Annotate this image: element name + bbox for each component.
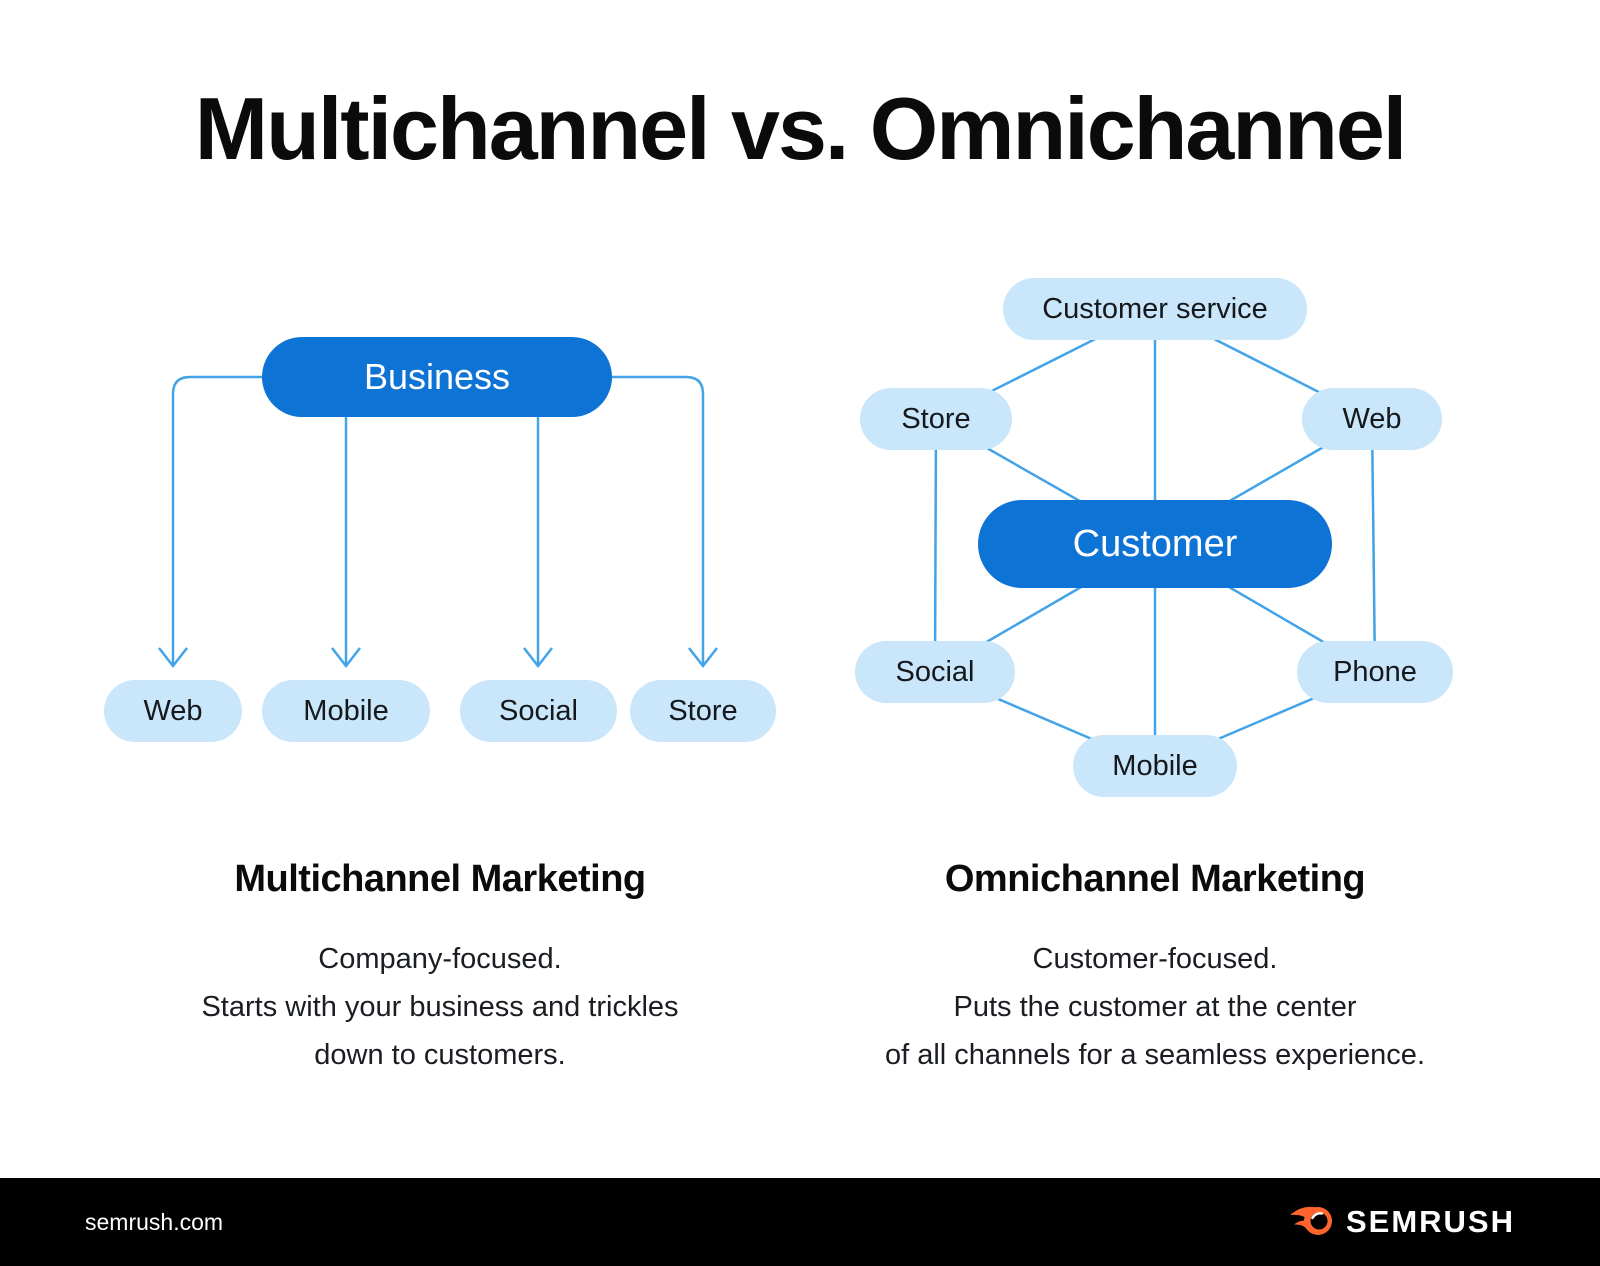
node-social-multichannel: Social <box>460 680 617 742</box>
semrush-flame-icon <box>1289 1206 1332 1235</box>
arrowhead-mobile <box>331 647 361 669</box>
multichannel-text-block: Multichannel Marketing Company-focused. … <box>40 858 840 1079</box>
node-store-multichannel: Store <box>630 680 776 742</box>
multichannel-desc-line-3: down to customers. <box>314 1039 566 1071</box>
arrowhead-store <box>688 647 718 669</box>
node-web-multichannel: Web <box>104 680 242 742</box>
node-customer-service: Customer service <box>1003 278 1307 340</box>
arrowhead-web <box>158 647 188 669</box>
omnichannel-desc-line-1: Customer-focused. <box>1032 943 1278 975</box>
node-customer: Customer <box>978 500 1332 588</box>
footer-website-link[interactable]: semrush.com <box>85 1208 224 1235</box>
arrowhead-social <box>523 647 553 669</box>
node-web-omnichannel: Web <box>1302 388 1442 450</box>
omnichannel-text-block: Omnichannel Marketing Customer-focused. … <box>755 858 1555 1079</box>
semrush-wordmark: SEMRUSH <box>1345 1204 1515 1239</box>
page-title: Multichannel vs. Omnichannel <box>194 79 1407 178</box>
multichannel-arrows <box>158 375 718 669</box>
node-phone-omnichannel: Phone <box>1297 641 1453 703</box>
node-mobile-omnichannel: Mobile <box>1073 735 1237 797</box>
omnichannel-heading: Omnichannel Marketing <box>944 858 1366 900</box>
omnichannel-desc-line-2: Puts the customer at the center <box>953 991 1357 1023</box>
multichannel-heading: Multichannel Marketing <box>234 858 646 900</box>
node-social-omnichannel: Social <box>855 641 1015 703</box>
node-mobile-multichannel: Mobile <box>262 680 430 742</box>
multichannel-desc-line-2: Starts with your business and trickles <box>201 991 679 1023</box>
omnichannel-desc-line-3: of all channels for a seamless experienc… <box>884 1039 1425 1071</box>
node-business: Business <box>262 337 612 417</box>
node-store-omnichannel: Store <box>860 388 1012 450</box>
semrush-logo: SEMRUSH <box>1288 1201 1515 1243</box>
footer-bar: semrush.com SEMRUSH <box>0 1178 1600 1266</box>
multichannel-desc-line-1: Company-focused. <box>318 943 562 975</box>
